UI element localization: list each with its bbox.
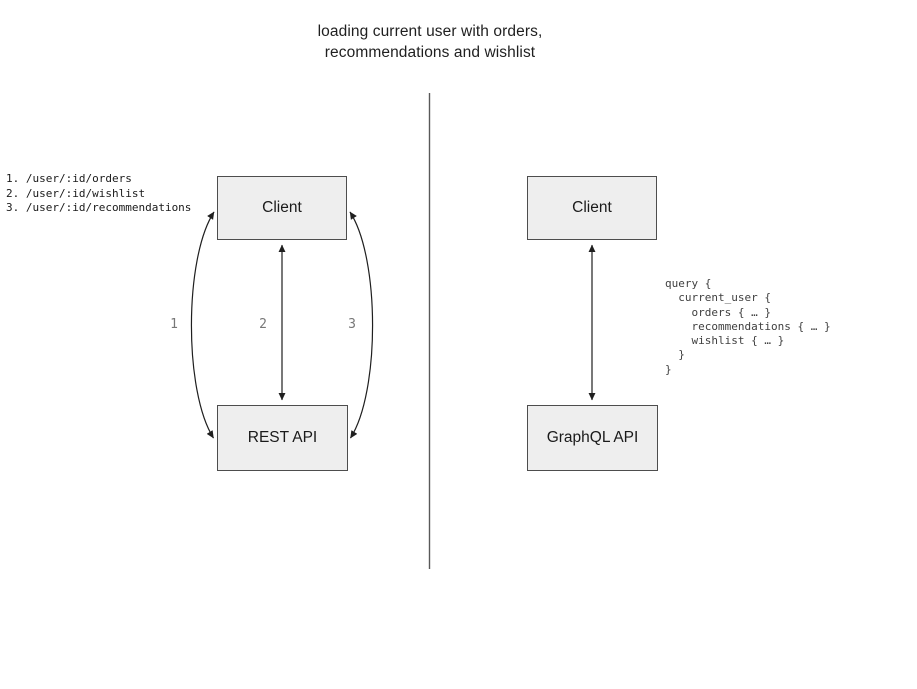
client-box-graphql-label: Client	[572, 199, 612, 216]
graphql-query-line: query {	[665, 277, 712, 290]
client-box-rest: Client	[217, 176, 347, 240]
graphql-query-line: orders { … }	[665, 305, 771, 319]
rest-arrow-1-curve	[190, 211, 215, 439]
arrow-label-2: 2	[259, 317, 267, 332]
graphql-query-block: query { current_user { orders { … } reco…	[665, 277, 831, 377]
diagram-title: loading current user with orders, recomm…	[130, 21, 730, 63]
rest-endpoint-list: 1. /user/:id/orders 2. /user/:id/wishlis…	[6, 172, 191, 216]
graphql-query-line: current_user {	[665, 291, 771, 305]
graphql-query-line: wishlist { … }	[665, 334, 785, 348]
graphql-api-box: GraphQL API	[527, 405, 658, 471]
client-box-graphql: Client	[527, 176, 657, 240]
graphql-query-line: }	[665, 348, 685, 362]
diagram-title-line1: loading current user with orders,	[317, 23, 543, 40]
rest-api-box: REST API	[217, 405, 348, 471]
rest-endpoint-wishlist: 2. /user/:id/wishlist	[6, 186, 146, 200]
rest-endpoint-recommendations: 3. /user/:id/recommendations	[6, 201, 192, 214]
client-box-rest-label: Client	[262, 199, 302, 216]
rest-endpoint-orders: 1. /user/:id/orders	[6, 172, 132, 185]
graphql-query-line: }	[665, 362, 672, 376]
graphql-query-line: recommendations { … }	[665, 319, 831, 333]
graphql-api-box-label: GraphQL API	[546, 429, 639, 446]
rest-api-box-label: REST API	[247, 429, 318, 446]
arrow-label-1: 1	[170, 317, 178, 332]
arrow-label-3: 3	[348, 317, 356, 332]
diagram-title-line2: recommendations and wishlist	[324, 44, 536, 61]
